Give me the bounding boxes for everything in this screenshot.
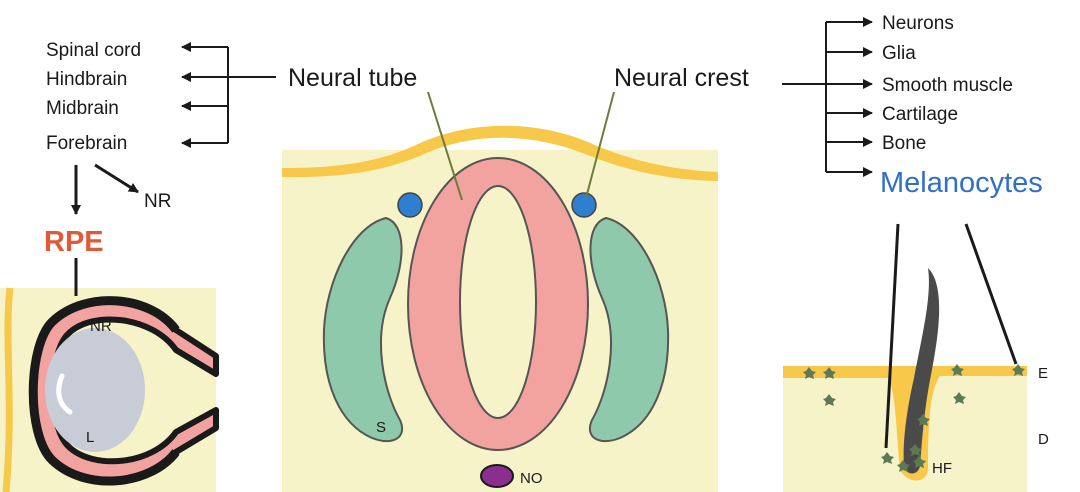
- neural-crest-cell-right: [572, 193, 596, 217]
- brain-region-hindbrain: Hindbrain: [46, 69, 127, 90]
- neural-tube-title: Neural tube: [288, 64, 417, 92]
- epidermis-pointer-line: [966, 224, 1016, 364]
- brain-region-spinal-cord: Spinal cord: [46, 40, 141, 61]
- notochord: [481, 465, 513, 487]
- notochord-label: NO: [520, 470, 543, 487]
- crest-derivative-neurons: Neurons: [882, 13, 954, 34]
- dermis-label: D: [1038, 431, 1049, 448]
- somite-label: S: [376, 419, 386, 436]
- brain-region-midbrain: Midbrain: [46, 98, 119, 119]
- brain-region-list: Spinal cord Hindbrain Midbrain Forebrain: [46, 40, 141, 154]
- embryo-cross-section: S NO: [282, 92, 718, 492]
- forebrain-nr-label: NR: [144, 191, 171, 212]
- crest-derivative-bone: Bone: [882, 133, 926, 154]
- crest-derivative-glia: Glia: [882, 43, 916, 64]
- epidermis-label: E: [1038, 365, 1048, 382]
- neural-crest-cell-left: [398, 193, 422, 217]
- forebrain-arrows: [76, 165, 138, 214]
- brain-region-forebrain: Forebrain: [46, 133, 127, 154]
- neural-crest-title: Neural crest: [614, 64, 749, 92]
- neural-tube-bracket: [182, 47, 276, 143]
- crest-derivative-list: Neurons Glia Smooth muscle Cartilage Bon…: [882, 13, 1013, 154]
- melanocytes-label: Melanocytes: [880, 167, 1043, 199]
- crest-derivative-smooth-muscle: Smooth muscle: [882, 75, 1013, 96]
- eye-nr-label: NR: [90, 318, 112, 335]
- crest-bracket: [782, 22, 872, 172]
- neural-tube-lumen: [460, 186, 536, 418]
- eye-diagram: NR L: [0, 258, 216, 492]
- eye-lens-label: L: [86, 429, 94, 446]
- eye-surface-ectoderm: [6, 288, 10, 492]
- hair-follicle-label: HF: [932, 460, 952, 477]
- crest-derivative-cartilage: Cartilage: [882, 104, 958, 125]
- rpe-label: RPE: [44, 226, 104, 258]
- skin-diagram: E D HF: [783, 224, 1049, 492]
